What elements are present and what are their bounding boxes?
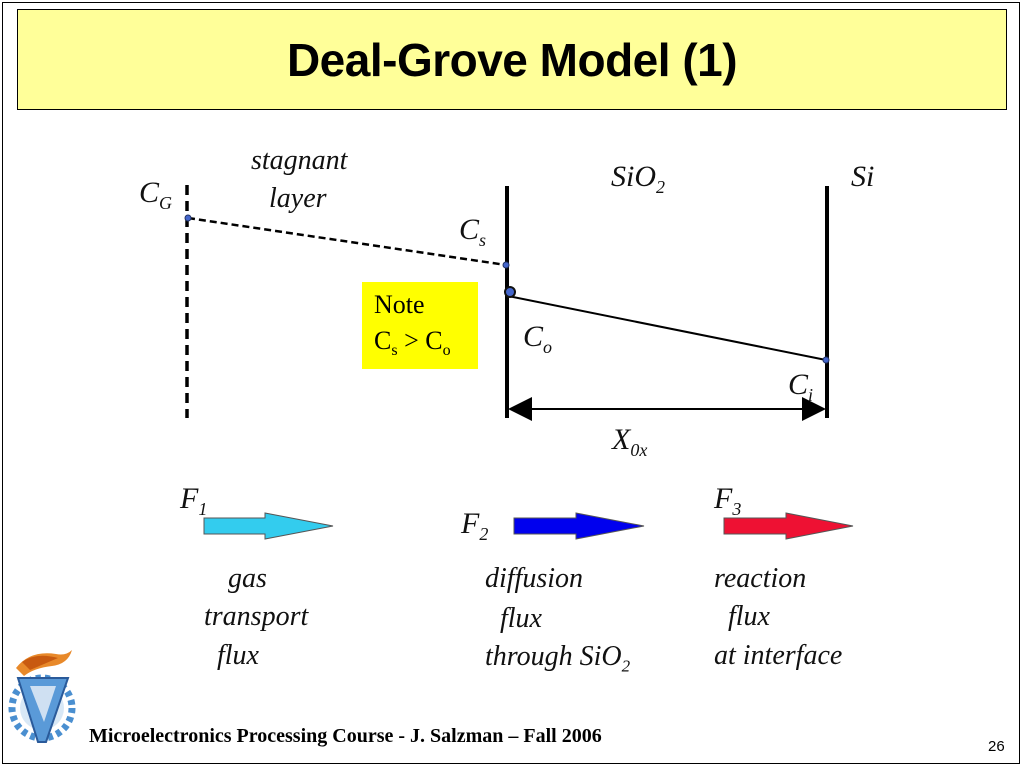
f2-label: F2 [461, 507, 489, 544]
f1-arrow [203, 512, 334, 540]
f2-desc-line3: through SiO2 [485, 641, 631, 676]
cs-label: Cs [459, 213, 487, 250]
sio2-label: SiO2 [611, 160, 665, 197]
cg-label: CG [139, 176, 173, 213]
title-box: Deal-Grove Model (1) [17, 9, 1007, 110]
note-box: Note Cs > Co [362, 282, 478, 369]
f1-label: F1 [180, 482, 208, 519]
co-label: Co [523, 320, 553, 357]
f3-desc-line2: flux [728, 601, 770, 632]
f3-label: F3 [714, 482, 742, 519]
cg-point [184, 214, 192, 222]
f2-desc-line2: flux [500, 603, 542, 634]
page-number: 26 [988, 738, 1005, 755]
slide-title: Deal-Grove Model (1) [286, 33, 738, 86]
co-point [504, 286, 516, 298]
f1-desc-line1: gas [228, 563, 267, 594]
cs-point [502, 261, 510, 269]
note-inequality: Cs > Co [374, 326, 451, 360]
f3-desc-line1: reaction [714, 563, 807, 594]
ci-point [822, 356, 830, 364]
f2-arrow [513, 512, 645, 540]
stagnant-label-line2: layer [269, 183, 327, 214]
technion-logo [8, 650, 76, 743]
si-label: Si [851, 160, 875, 193]
slide-footer: Microelectronics Processing Course - J. … [89, 725, 602, 747]
f1-desc-line3: flux [217, 640, 259, 671]
ci-label: Ci [788, 368, 814, 405]
x0x-label: X0x [612, 423, 648, 460]
f2-desc-line1: diffusion [485, 563, 584, 594]
f1-desc-line2: transport [204, 601, 309, 632]
gas-concentration-profile [187, 216, 507, 267]
stagnant-label-line1: stagnant [251, 145, 348, 176]
note-title: Note [374, 290, 425, 319]
f3-desc-line3: at interface [714, 640, 843, 671]
oxide-concentration-profile [507, 295, 827, 361]
f3-arrow [723, 512, 854, 540]
